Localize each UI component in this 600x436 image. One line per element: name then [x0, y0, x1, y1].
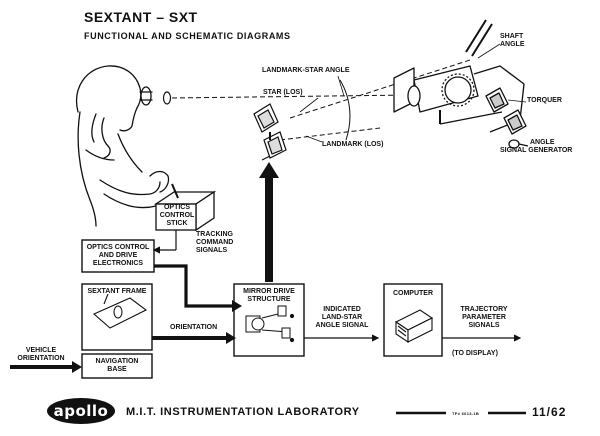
computer-sketch	[394, 309, 434, 344]
page-number: 11/62	[532, 405, 567, 419]
astronaut-illustration	[76, 65, 170, 227]
star-los-leader	[299, 97, 319, 113]
angle-leader	[337, 75, 345, 97]
page-title: SEXTANT – SXT	[84, 9, 198, 25]
navigation-base-block	[81, 353, 153, 379]
sextant-frame-label: SEXTANT FRAME	[87, 288, 147, 295]
landmark-los-line	[279, 127, 381, 141]
eyepiece-disc	[162, 91, 172, 105]
command-arrow-head	[232, 300, 242, 312]
landmark-star-angle-label: LANDMARK-STAR ANGLE	[262, 67, 350, 74]
optics-control-electronics-block	[81, 239, 155, 273]
vehicle-orientation-label: VEHICLE ORIENTATION	[17, 347, 65, 362]
apollo-logo-text: apollo	[53, 402, 109, 420]
signal-generator-label: SIGNAL GENERATOR	[500, 147, 573, 154]
torquer-label: TORQUER	[527, 97, 562, 104]
optics-control-electronics-label: OPTICS CONTROL AND DRIVE ELECTRONICS	[86, 244, 150, 267]
reference-number: TP# 6613-1B	[452, 411, 480, 416]
angle-arc	[339, 79, 351, 141]
optics-control-stick-label: OPTICS CONTROL STICK	[159, 204, 195, 227]
mirror-pair	[253, 103, 287, 161]
orientation-label: ORIENTATION	[170, 324, 218, 331]
shaft-angle-leader	[477, 43, 501, 59]
sextant-frame-sketch	[92, 293, 148, 329]
apollo-logo	[47, 398, 115, 424]
computer-label: COMPUTER	[392, 290, 434, 297]
orientation-arrow-head	[226, 332, 236, 344]
to-display-label: (TO DISPLAY)	[452, 350, 498, 357]
mirror-drive-structure-label: MIRROR DRIVE STRUCTURE	[243, 288, 295, 303]
page-subtitle: FUNCTIONAL AND SCHEMATIC DIAGRAMS	[84, 31, 291, 41]
mirror-drive-sketch	[245, 305, 295, 343]
angle-label: ANGLE	[530, 139, 555, 146]
optics-control-stick-box	[153, 183, 217, 232]
sextant-mechanism	[393, 19, 529, 149]
lab-name: M.I.T. INSTRUMENTATION LABORATORY	[126, 406, 360, 418]
mirror-drive-up-arrow	[259, 162, 279, 282]
landmark-los-label: LANDMARK (LOS)	[322, 141, 384, 148]
tracking-command-signals-label: TRACKING COMMAND SIGNALS	[196, 231, 234, 254]
indicated-signal-label: INDICATED LAND-STAR ANGLE SIGNAL	[315, 306, 369, 329]
connector-lines	[152, 230, 522, 342]
trajectory-signals-label: TRAJECTORY PARAMETER SIGNALS	[460, 306, 508, 329]
vehicle-orientation-arrow-head	[72, 361, 82, 373]
star-los-label: STAR (LOS)	[263, 89, 303, 96]
navigation-base-label: NAVIGATION BASE	[95, 358, 139, 373]
torquer-leader	[507, 99, 527, 103]
landmark-los-leader	[305, 135, 323, 143]
